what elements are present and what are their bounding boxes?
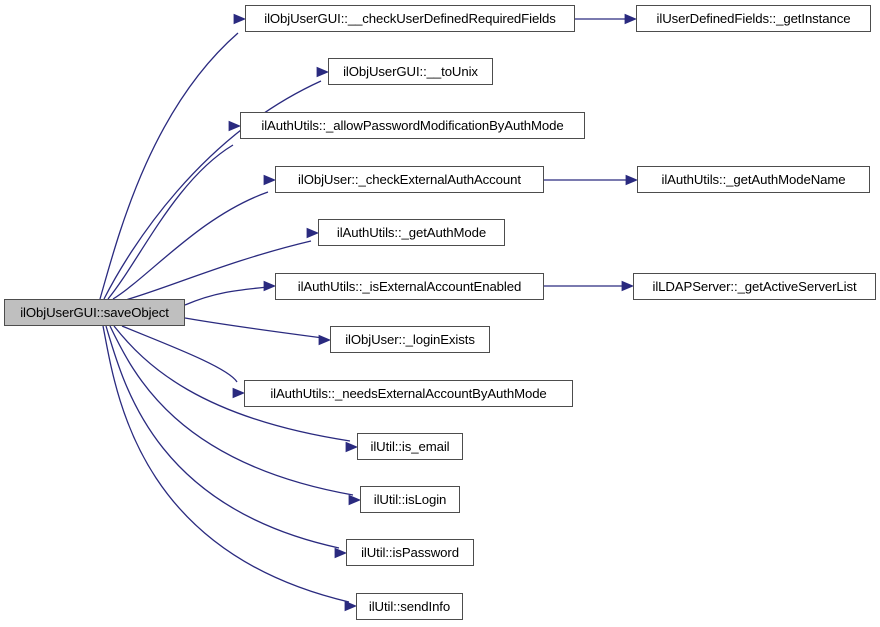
graph-node[interactable]: ilUserDefinedFields::_getInstance [636,5,871,32]
graph-node-label: ilObjUserGUI::saveObject [20,304,169,320]
graph-node-label: ilObjUserGUI::__toUnix [343,63,478,79]
graph-node-label: ilLDAPServer::_getActiveServerList [652,278,857,294]
graph-node-label: ilObjUser::_checkExternalAuthAccount [298,171,521,187]
arrowhead-icon [306,227,320,239]
graph-node[interactable]: ilObjUserGUI::__toUnix [328,58,493,85]
arrowhead-icon [318,334,332,346]
graph-node[interactable]: ilAuthUtils::_needsExternalAccountByAuth… [244,380,573,407]
graph-node-label: ilUtil::is_email [370,438,450,454]
graph-edge [544,280,635,292]
graph-node[interactable]: ilAuthUtils::_getAuthMode [318,219,505,246]
graph-node-label: ilAuthUtils::_getAuthModeName [661,171,846,187]
graph-node[interactable]: ilAuthUtils::_isExternalAccountEnabled [275,273,544,300]
arrowhead-icon [334,547,348,559]
arrowhead-icon [344,600,358,612]
graph-node-label: ilAuthUtils::_allowPasswordModificationB… [261,117,564,133]
graph-node-label: ilAuthUtils::_getAuthMode [336,224,487,240]
graph-edge [109,325,362,506]
arrowhead-icon [263,280,277,292]
graph-edge [184,280,277,306]
graph-edge [99,13,247,300]
graph-node[interactable]: ilObjUser::_checkExternalAuthAccount [275,166,544,193]
graph-edge [184,317,332,346]
graph-node-label: ilUtil::isLogin [373,491,447,507]
graph-node-label: ilUtil::isPassword [361,544,459,560]
arrowhead-icon [233,13,247,25]
arrowhead-icon [228,120,242,132]
graph-edge [105,325,348,559]
graph-edge [112,174,277,300]
graph-node-label: ilAuthUtils::_isExternalAccountEnabled [297,278,522,294]
graph-edge [575,13,638,25]
graph-node-label: ilAuthUtils::_needsExternalAccountByAuth… [270,385,547,401]
arrowhead-icon [625,174,639,186]
arrowhead-icon [345,441,359,453]
graph-node[interactable]: ilObjUserGUI::__checkUserDefinedRequired… [245,5,575,32]
graph-node-root[interactable]: ilObjUserGUI::saveObject [4,299,185,326]
graph-node-label: ilObjUser::_loginExists [345,331,475,347]
arrowhead-icon [263,174,277,186]
graph-edge [107,120,242,300]
graph-node[interactable]: ilUtil::isPassword [346,539,474,566]
graph-edge [102,325,358,612]
arrowhead-icon [624,13,638,25]
arrowhead-icon [232,387,246,399]
arrowhead-icon [316,66,330,78]
graph-node[interactable]: ilLDAPServer::_getActiveServerList [633,273,876,300]
graph-node[interactable]: ilAuthUtils::_allowPasswordModificationB… [240,112,585,139]
graph-node[interactable]: ilUtil::sendInfo [356,593,463,620]
arrowhead-icon [348,494,362,506]
graph-node[interactable]: ilUtil::is_email [357,433,463,460]
graph-node-label: ilObjUserGUI::__checkUserDefinedRequired… [264,10,556,26]
graph-edge [544,174,639,186]
graph-edge [121,325,246,399]
graph-node-label: ilUserDefinedFields::_getInstance [656,10,851,26]
graph-node[interactable]: ilObjUser::_loginExists [330,326,490,353]
arrowhead-icon [621,280,635,292]
graph-node-label: ilUtil::sendInfo [368,598,451,614]
graph-node[interactable]: ilAuthUtils::_getAuthModeName [637,166,870,193]
graph-node[interactable]: ilUtil::isLogin [360,486,460,513]
